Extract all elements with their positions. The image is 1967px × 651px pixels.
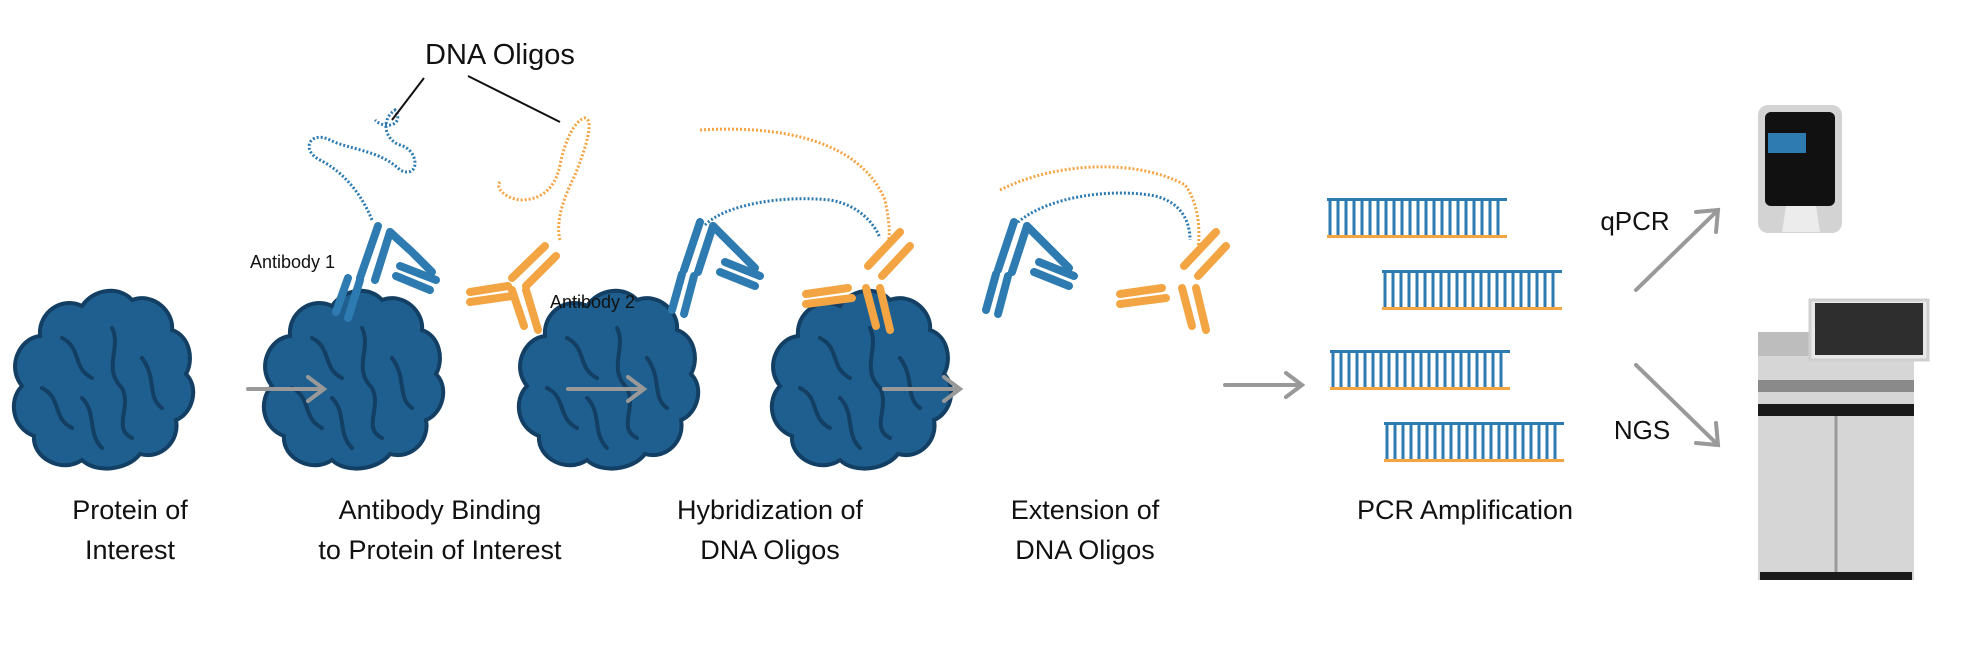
right-arrow-icon-2 <box>566 375 648 403</box>
step-4-line1: Extension of <box>1010 495 1160 525</box>
protein-icon-2 <box>261 288 446 471</box>
protein-icon-3 <box>516 288 701 471</box>
step-5-line1: PCR Amplification <box>1356 495 1574 525</box>
protein-icon-1 <box>11 288 196 471</box>
qpcr-machine-icon <box>1758 105 1842 233</box>
step-label-pcr: PCR Amplification <box>1300 490 1630 530</box>
step-label-extension: Extension of DNA Oligos <box>940 490 1230 570</box>
ngs-label: NGS <box>1613 415 1671 445</box>
antibody-2-icon <box>466 242 560 334</box>
down-right-arrow-icon <box>1634 363 1721 448</box>
step-1-line1: Protein of <box>72 495 188 525</box>
step-2-line2: to Protein of Interest <box>318 535 562 565</box>
pcr-duplex-3 <box>1330 350 1510 390</box>
right-arrow-icon-3 <box>882 375 964 403</box>
step-1-line2: Interest <box>84 535 176 565</box>
antibody-1-icon <box>332 222 440 322</box>
up-right-arrow-icon <box>1634 207 1721 292</box>
dna-oligo-blue <box>307 107 417 221</box>
pcr-duplex-1 <box>1327 198 1507 238</box>
antibody-orange-step4 <box>1116 228 1230 334</box>
pcr-duplex-4 <box>1384 422 1564 462</box>
pcr-duplex-2 <box>1382 270 1562 310</box>
dna-oligos-label: DNA Oligos <box>425 39 575 71</box>
antibody-orange-step3 <box>802 228 914 334</box>
qpcr-label: qPCR <box>1600 206 1670 236</box>
step-label-hybridization: Hybridization of DNA Oligos <box>625 490 915 570</box>
dna-oligo-orange <box>497 116 591 241</box>
antibody-blue-step3 <box>668 218 764 318</box>
step-label-protein: Protein of Interest <box>20 490 240 570</box>
step-label-binding: Antibody Binding to Protein of Interest <box>280 490 600 570</box>
right-arrow-icon-1 <box>246 375 328 403</box>
step-4-line2: DNA Oligos <box>1015 535 1155 565</box>
step-2-line1: Antibody Binding <box>338 495 542 525</box>
antibody-blue-step4 <box>982 218 1078 318</box>
right-arrow-icon-4 <box>1223 371 1306 399</box>
dna-oligos-pointers <box>391 75 561 123</box>
antibody-2-label: Antibody 2 <box>550 292 636 312</box>
step-3-line2: DNA Oligos <box>700 535 840 565</box>
antibody-1-label: Antibody 1 <box>250 252 336 272</box>
protein-icon-4 <box>769 288 954 471</box>
step-3-line1: Hybridization of <box>676 495 864 525</box>
sequencer-machine-icon <box>1758 298 1930 580</box>
